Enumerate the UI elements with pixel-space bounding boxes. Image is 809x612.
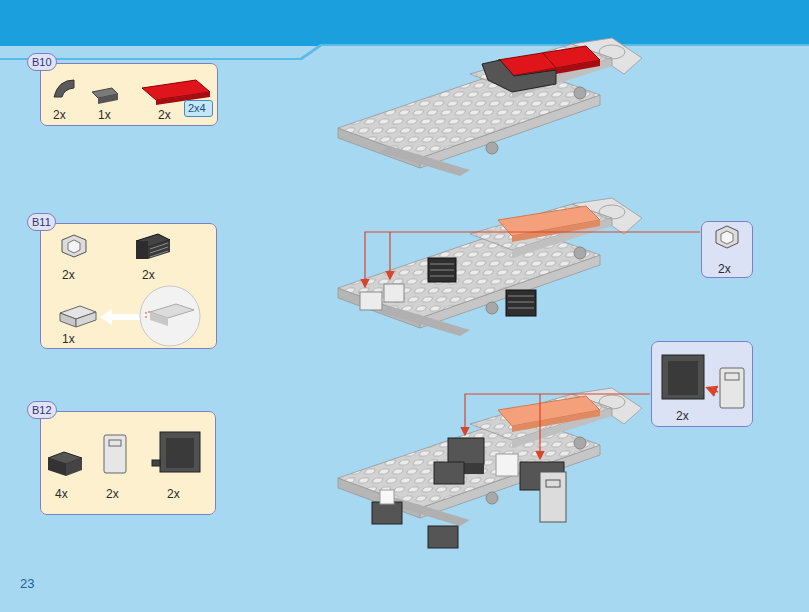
part-count: 1x [62, 332, 75, 346]
part-count: 2x [142, 268, 155, 282]
step-panel: B124x2x2x [40, 411, 216, 515]
part-count: 4x [55, 487, 68, 501]
size-tag: 2x4 [184, 100, 213, 117]
page-number: 23 [20, 577, 34, 591]
part-count: 2x [106, 487, 119, 501]
callout-box: 2x [701, 221, 753, 278]
part-count: 2x [167, 487, 180, 501]
step-number: B12 [27, 401, 57, 419]
part-count: 2x [53, 108, 66, 122]
part-count: 2x [62, 268, 75, 282]
step-number: B11 [27, 213, 56, 231]
step-panel: B102x1x2x2x4 [40, 63, 218, 126]
part-count: 1x [98, 108, 111, 122]
step-panel: B112x2x1x [40, 223, 217, 349]
callout-box: 2x [651, 341, 753, 427]
part-count: 2x [718, 262, 731, 276]
part-count: 2x [158, 108, 171, 122]
part-count: 2x [676, 409, 689, 423]
step-number: B10 [27, 53, 57, 71]
size-label: 2x4 [188, 102, 206, 115]
